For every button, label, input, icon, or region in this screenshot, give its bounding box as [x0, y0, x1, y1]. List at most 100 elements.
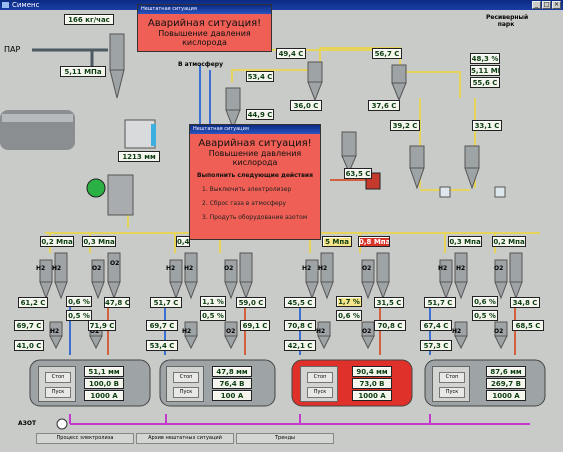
u2-pct2: 0,5 % [200, 310, 226, 321]
steam-label: ПАР [4, 45, 21, 54]
steam-pressure: 5,11 МПа [60, 66, 106, 77]
u3-c3: 1000 А [352, 390, 392, 401]
o2-label: O2 [224, 265, 234, 272]
o2-label: O2 [494, 265, 504, 272]
electrolyzer-3-controls: Стоп Пуск [300, 366, 338, 402]
start-button[interactable]: Пуск [439, 387, 465, 398]
electrolyzer-1-controls: Стоп Пуск [38, 366, 76, 402]
window-titlebar: Сименс _ □ × [0, 0, 563, 10]
u4-p-o2: 0,2 Мпа [492, 236, 526, 247]
u3-t-o2: 31,5 С [374, 297, 404, 308]
temp-t3: 53,4 С [246, 71, 274, 82]
u1-t-h2b: 69,7 С [14, 320, 44, 331]
u2-t-o2b: 69,1 С [240, 320, 270, 331]
vent-label: В атмосферу [178, 61, 223, 68]
nitrogen-label: АЗОТ [18, 420, 37, 427]
u1-t-o2: 47,8 С [104, 297, 130, 308]
alarm-popup-actions-title: Выполнить следующие действия [197, 172, 313, 179]
alarm-main-line1: Повышение давления [158, 29, 251, 38]
u1-t-o2b: 71,9 С [88, 320, 116, 331]
u3-pct1: 1,7 % [336, 296, 362, 307]
stop-button[interactable]: Стоп [173, 372, 199, 383]
start-button[interactable]: Пуск [307, 387, 333, 398]
electrolyzer-2-controls: Стоп Пуск [166, 366, 204, 402]
temp-t2: 56,7 С [372, 48, 402, 59]
nitrogen-valve-icon[interactable] [56, 418, 68, 430]
stop-button[interactable]: Стоп [307, 372, 333, 383]
u1-pct2: 0,5 % [66, 310, 92, 321]
u3-t-out: 42,1 С [284, 340, 316, 351]
u1-c3: 1000 А [84, 390, 124, 401]
h2-label: H2 [166, 265, 176, 272]
u1-pct1: 0,6 % [66, 296, 92, 307]
close-button[interactable]: × [552, 1, 561, 9]
u2-t-o2: 59,0 С [236, 297, 266, 308]
u2-p-h2: 0,4 [176, 236, 190, 247]
electrolyzer-4-controls: Стоп Пуск [432, 366, 470, 402]
u4-t-h2b: 67,4 С [420, 320, 452, 331]
o2-label: O2 [494, 328, 504, 335]
stop-button[interactable]: Стоп [45, 372, 71, 383]
temp-t1: 49,4 С [276, 48, 306, 59]
maximize-button[interactable]: □ [542, 1, 551, 9]
window-controls: _ □ × [532, 1, 561, 9]
steam-separator [109, 33, 125, 99]
h2-label: H2 [316, 328, 326, 335]
nav-alarm-archive[interactable]: Архив нештатных ситуаций [136, 433, 234, 444]
u3-p-o2-alarm: 0,8 Мпа [358, 236, 390, 247]
temp-t9: 63,5 С [344, 168, 372, 179]
alarm-main-header: Нештатная ситуация [138, 5, 271, 14]
window-title: Сименс [12, 1, 40, 9]
u4-p-h2: 0,3 Мпа [448, 236, 482, 247]
alarm-popup-line2: кислорода [232, 158, 278, 167]
nav-electrolysis-process[interactable]: Процесс электролиза [36, 433, 134, 444]
u3-t-h2b: 70,8 С [284, 320, 316, 331]
alarm-step-2: 2. Сброс газа в атмосферу [202, 200, 287, 207]
receiver-label: Ресиверный парк [486, 14, 529, 28]
u4-pct2: 0,5 % [472, 310, 498, 321]
o2-label: O2 [110, 260, 120, 267]
alarm-main-title: Аварийная ситуация! [147, 18, 262, 29]
alarm-popup-title: Аварийная ситуация! [198, 138, 312, 149]
start-button[interactable]: Пуск [45, 387, 71, 398]
h2-label: H2 [452, 328, 462, 335]
h2-label: H2 [182, 328, 192, 335]
receiver-v1: 48,3 % [470, 53, 500, 64]
alarm-window-main[interactable]: Нештатная ситуация Аварийная ситуация! П… [137, 4, 272, 52]
alarm-step-1: 1. Выключить электролизер [202, 186, 292, 193]
start-button[interactable]: Пуск [173, 387, 199, 398]
u2-c3: 100 А [212, 390, 252, 401]
tank-level: 1213 мм [118, 151, 160, 162]
u2-t-out: 53,4 С [146, 340, 178, 351]
alarm-popup-line1: Повышение давления [208, 149, 302, 158]
temp-t6: 37,6 С [368, 100, 400, 111]
h2-label: H2 [184, 265, 194, 272]
u3-pct2: 0,6 % [336, 310, 362, 321]
app-icon [2, 2, 9, 8]
pump-icon[interactable] [86, 178, 106, 198]
u3-c2: 73,0 В [352, 378, 392, 389]
u3-p-h2: 5 Мпа [322, 236, 352, 247]
h2-label: H2 [50, 328, 60, 335]
stop-button[interactable]: Стоп [439, 372, 465, 383]
u4-c3: 1000 А [486, 390, 526, 401]
h2-label: H2 [318, 265, 328, 272]
u3-c1: 90,4 мм [352, 366, 392, 377]
o2-label: O2 [90, 328, 100, 335]
u4-pct1: 0,6 % [472, 296, 498, 307]
h2-label: H2 [36, 265, 46, 272]
u4-c1: 87,6 мм [486, 366, 526, 377]
h2-label: H2 [52, 265, 62, 272]
alarm-window-popup[interactable]: Нештатная ситуация Аварийная ситуация! П… [189, 124, 321, 240]
alarm-popup-header: Нештатная ситуация [190, 125, 320, 134]
u1-t-out: 41,0 С [14, 340, 44, 351]
temp-t7: 39,2 С [390, 120, 420, 131]
u2-c2: 76,4 В [212, 378, 252, 389]
temp-t8: 33,1 С [472, 120, 502, 131]
nav-trends[interactable]: Тренды [236, 433, 334, 444]
steam-flow: 166 кг/час [64, 14, 114, 25]
h2-label: H2 [438, 265, 448, 272]
h2-label: H2 [302, 265, 312, 272]
o2-label: O2 [92, 265, 102, 272]
minimize-button[interactable]: _ [532, 1, 541, 9]
